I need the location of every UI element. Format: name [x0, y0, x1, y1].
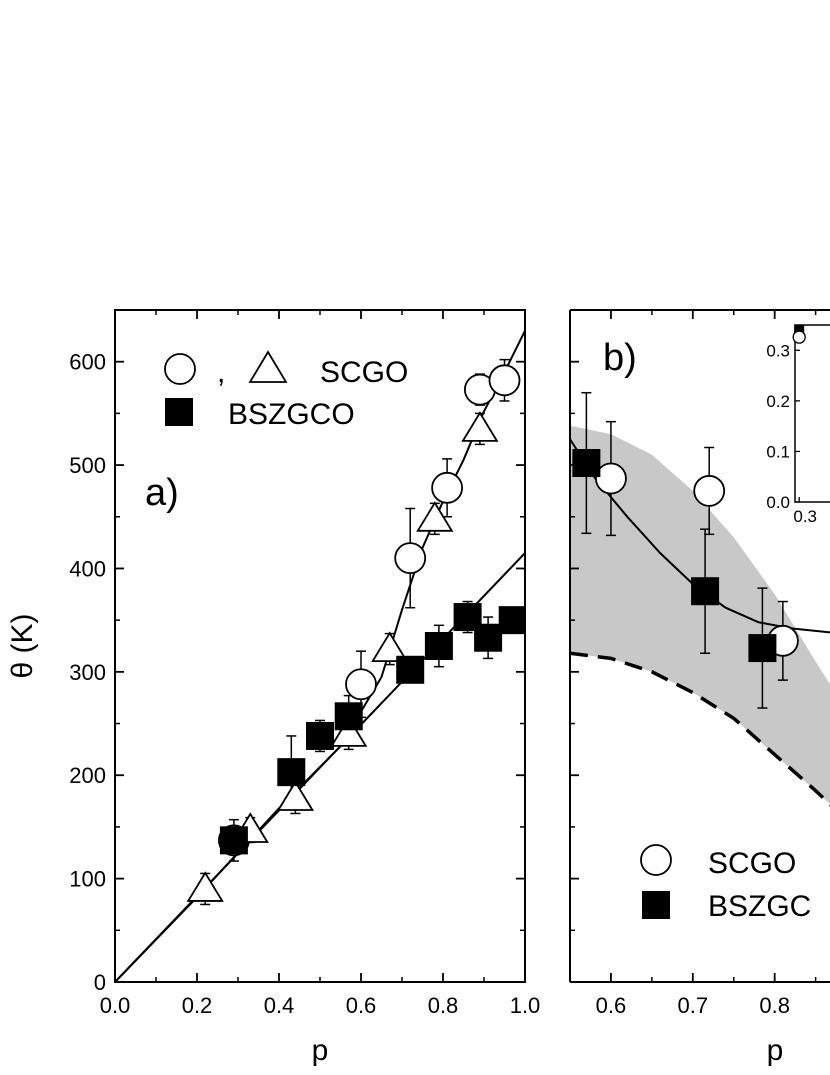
y-tick-label: 200 — [69, 763, 106, 788]
legend-square-marker — [165, 398, 193, 426]
inset-points — [792, 325, 806, 344]
data-point-triangle — [461, 411, 499, 442]
inset-y-tick-label: 0.2 — [766, 392, 790, 411]
panel-b-label: b) — [603, 337, 637, 379]
legend-triangle-marker — [248, 350, 288, 383]
y-tick-label: 100 — [69, 867, 106, 892]
x-tick-label: 0.7 — [678, 993, 709, 1018]
x-tick-label: 0.8 — [759, 993, 790, 1018]
panel-b-ticks: 0.6 0.7 0.8 — [570, 310, 817, 1018]
inset-y-tick-label: 0.0 — [766, 493, 790, 512]
data-point-square — [277, 758, 306, 787]
data-point-square — [219, 826, 248, 855]
inset-ticks: 0.0 0.1 0.2 0.3 0.3 — [766, 341, 817, 526]
data-point-square — [748, 634, 777, 663]
panel-b-legend: SCGO BSZGC — [640, 844, 811, 923]
panel-a-ticks: 0.0 0.2 0.4 0.6 0.8 1.0 0 100 200 300 400 500 600 — [69, 310, 540, 1018]
y-tick-label: 400 — [69, 556, 106, 581]
y-tick-label: 500 — [69, 453, 106, 478]
panel-a-label: a) — [145, 472, 179, 514]
x-tick-label: 0.8 — [428, 993, 459, 1018]
shaded-band — [570, 425, 830, 805]
data-point-circle — [488, 364, 521, 397]
legend-label-bszgc: BSZGC — [708, 890, 811, 923]
x-tick-label: 0.4 — [264, 993, 295, 1018]
inset-point-circle — [792, 330, 806, 344]
inset-x-tick-label: 0.3 — [793, 507, 817, 526]
y-tick-label: 300 — [69, 660, 106, 685]
data-point-circle — [693, 475, 726, 507]
legend-label-bszgco: BSZGCO — [228, 398, 355, 431]
x-tick-label: 0.6 — [596, 993, 627, 1018]
x-tick-label: 1.0 — [510, 993, 541, 1018]
data-point-triangle — [276, 780, 314, 811]
legend-separator: , — [217, 356, 225, 389]
data-point-circle — [431, 471, 464, 504]
panel-a-xlabel: p — [312, 1034, 329, 1067]
panel-a-ylabel: θ (K) — [6, 613, 39, 678]
data-point-square — [691, 577, 720, 606]
inset-plot: 0.0 0.1 0.2 0.3 0.3 — [766, 324, 830, 526]
panel-b-xlabel: p — [767, 1034, 784, 1067]
dashed-curve — [570, 651, 830, 807]
data-point-circle — [345, 668, 377, 701]
panel-a-legend: , SCGO BSZGCO — [164, 350, 408, 431]
data-point-square — [396, 655, 425, 684]
data-point-square — [306, 721, 334, 750]
panel-b-band — [570, 425, 830, 805]
x-tick-label: 0.2 — [182, 993, 213, 1018]
panel-b-points — [572, 391, 799, 709]
data-point-circle — [595, 462, 627, 495]
panel-a: 0.0 0.2 0.4 0.6 0.8 1.0 0 100 200 300 400 500 600 a)… — [6, 309, 540, 1067]
data-point-square — [572, 449, 601, 478]
inset-y-tick-label: 0.1 — [766, 442, 790, 461]
data-point-triangle — [186, 871, 224, 902]
data-point-square — [334, 702, 363, 731]
panel-a-points — [186, 358, 525, 906]
data-point-square — [424, 632, 453, 660]
legend-label-scgo: SCGO — [708, 847, 796, 880]
inset-point-square — [794, 325, 805, 336]
x-tick-label: 0.0 — [100, 993, 131, 1018]
inset-y-tick-label: 0.3 — [766, 341, 790, 360]
legend-circle-marker — [640, 844, 672, 876]
data-point-triangle — [371, 631, 409, 663]
x-tick-label: 0.6 — [346, 993, 377, 1018]
data-point-circle — [394, 542, 427, 575]
data-point-square — [474, 623, 503, 652]
y-tick-label: 600 — [69, 350, 106, 375]
data-point-triangle — [330, 716, 368, 747]
fit-curve — [115, 330, 525, 982]
legend-circle-marker — [164, 353, 196, 385]
y-tick-label: 0 — [94, 970, 106, 995]
data-point-triangle — [416, 501, 454, 532]
inset-frame — [794, 324, 830, 503]
legend-label-scgo: SCGO — [320, 356, 408, 389]
legend-square-marker — [642, 891, 670, 919]
